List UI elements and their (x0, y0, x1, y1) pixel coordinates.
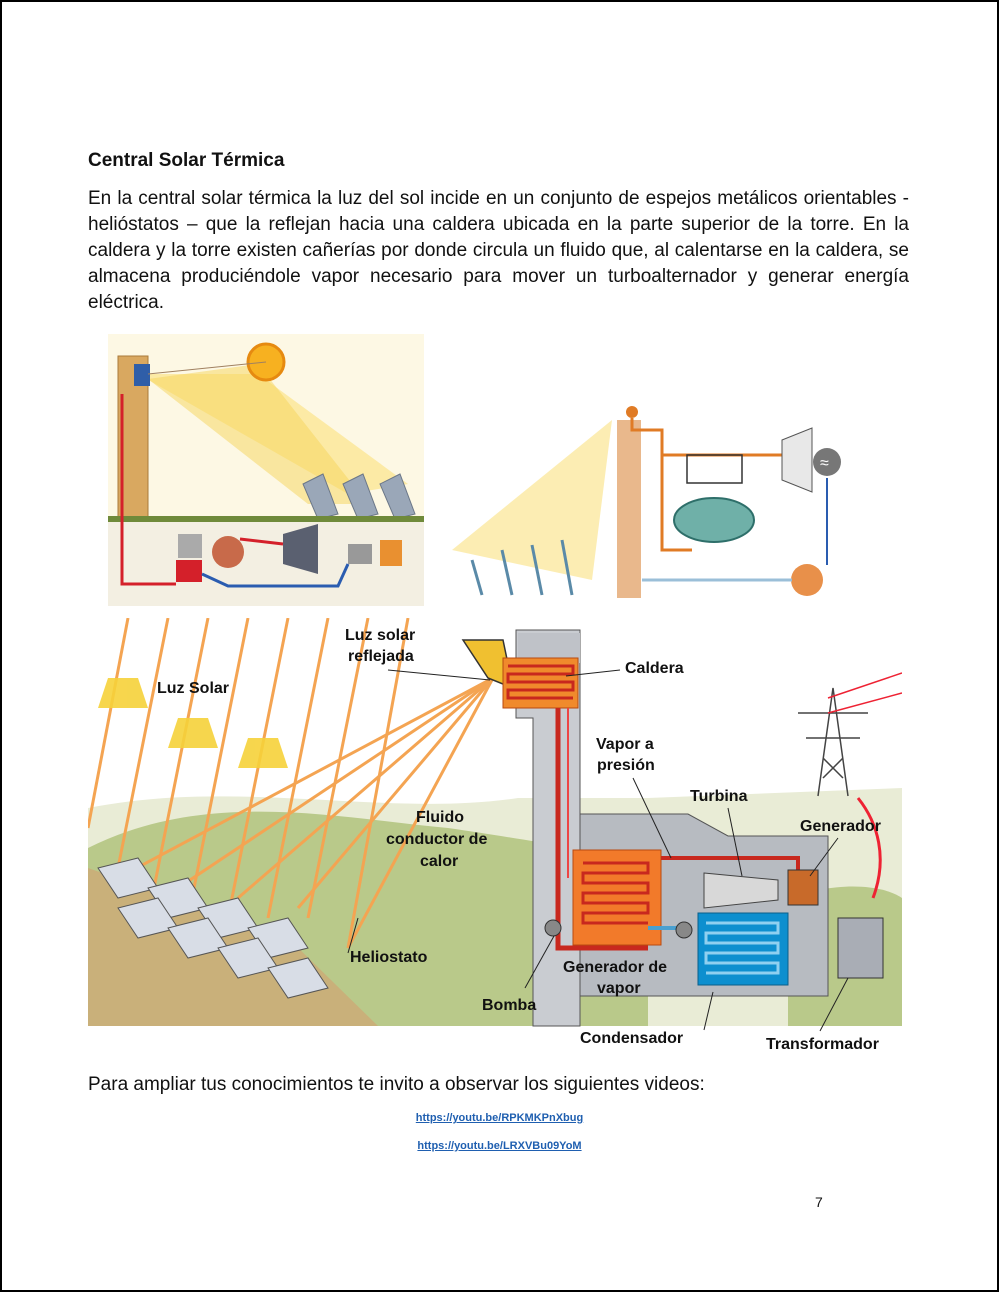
label-condensador: Condensador (580, 1030, 683, 1047)
invite-text: Para ampliar tus conocimientos te invito… (88, 1074, 705, 1096)
label-generador-vapor-1: Generador de (563, 959, 667, 976)
video-link-2[interactable]: https://youtu.be/LRXVBu09YoM (0, 1140, 999, 1152)
body-paragraph: En la central solar térmica la luz del s… (88, 186, 909, 316)
label-generador: Generador (800, 818, 881, 835)
label-fluido-1: Fluido (416, 809, 464, 826)
tower-schematic-image (108, 334, 424, 606)
page-number: 7 (815, 1194, 823, 1210)
svg-text:≈: ≈ (820, 455, 829, 472)
label-heliostato: Heliostato (350, 949, 428, 966)
label-turbina: Turbina (690, 788, 748, 805)
heliostat-schematic-image: ≈ (452, 400, 852, 600)
video-link-1[interactable]: https://youtu.be/RPKMKPnXbug (0, 1112, 999, 1124)
label-vapor-1: Vapor a (596, 736, 654, 753)
section-heading: Central Solar Térmica (88, 150, 284, 172)
label-luz-solar: Luz Solar (157, 680, 229, 697)
solar-tower-plant-diagram: Luz solar reflejada Luz Solar Caldera Va… (88, 618, 902, 1056)
label-bomba: Bomba (482, 997, 536, 1014)
label-caldera: Caldera (625, 660, 684, 677)
label-luz-solar-reflejada-1: Luz solar (345, 627, 415, 644)
label-luz-solar-reflejada-2: reflejada (348, 648, 414, 665)
label-generador-vapor-2: vapor (597, 980, 641, 997)
label-transformador: Transformador (766, 1036, 879, 1053)
label-fluido-3: calor (420, 853, 458, 870)
label-fluido-2: conductor de (386, 831, 487, 848)
label-vapor-2: presión (597, 757, 655, 774)
